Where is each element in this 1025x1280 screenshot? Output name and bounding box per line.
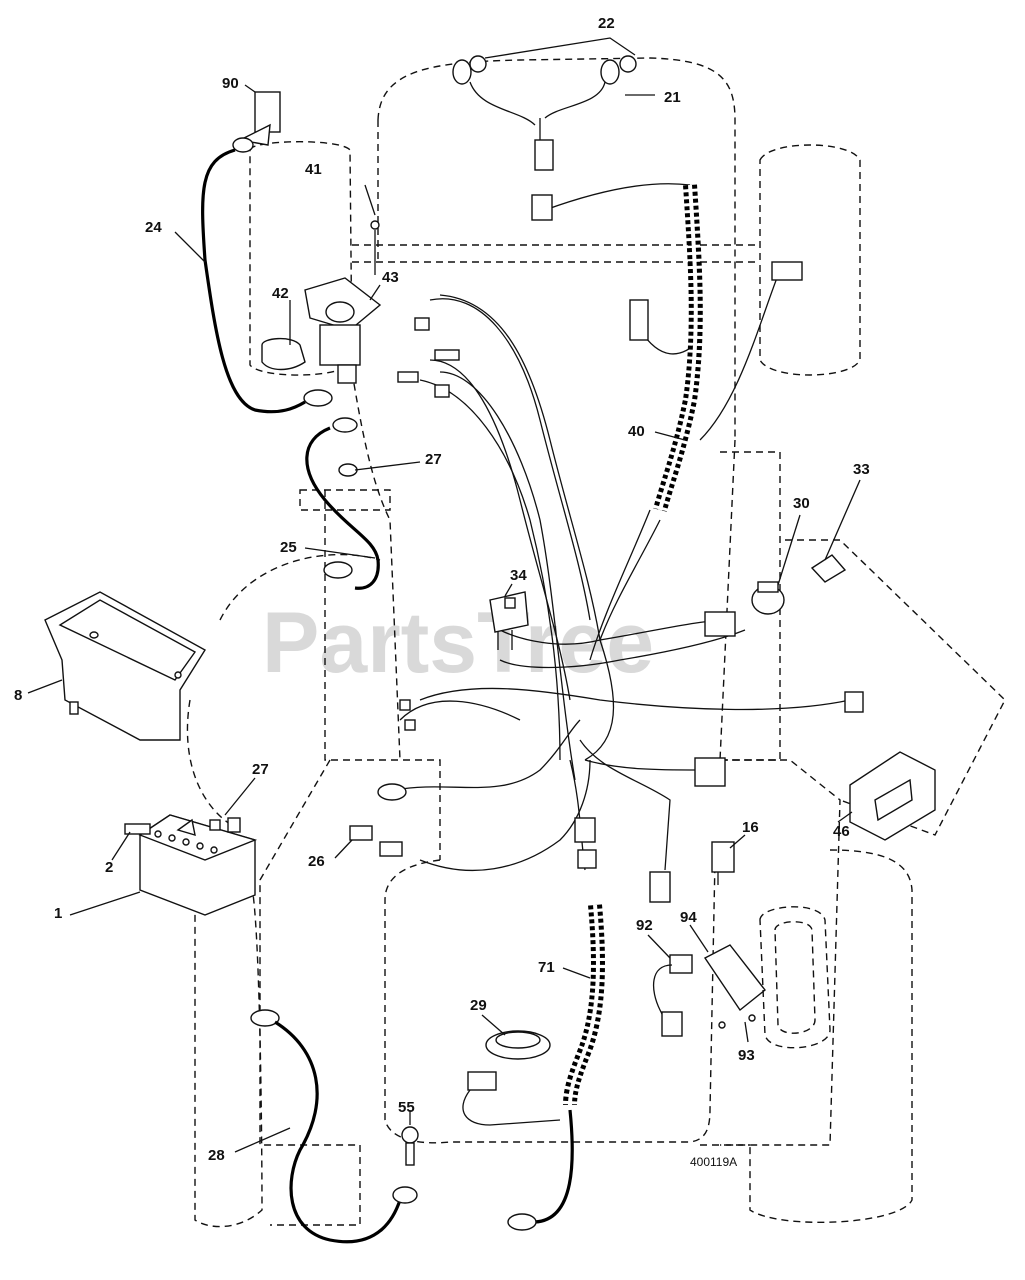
- callout-26: 26: [308, 853, 325, 870]
- part-29: [462, 1030, 561, 1126]
- callout-71: 71: [538, 959, 555, 976]
- battery-box-8: [44, 591, 206, 741]
- bolt-55: [401, 1126, 419, 1166]
- callout-55: 55: [398, 1099, 415, 1116]
- module-46: [849, 751, 936, 841]
- battery-cable-24: [201, 91, 333, 414]
- callout-33: 33: [853, 461, 870, 478]
- callout-28: 28: [208, 1147, 225, 1164]
- callout-27-top: 27: [425, 451, 442, 468]
- callout-46: 46: [833, 823, 850, 840]
- callout-43: 43: [382, 269, 399, 286]
- switch-33: [810, 554, 847, 583]
- callout-40: 40: [628, 423, 645, 440]
- callout-16: 16: [742, 819, 759, 836]
- callout-27-left: 27: [252, 761, 269, 778]
- callout-93: 93: [738, 1047, 755, 1064]
- drawing-code: 400119A: [690, 1155, 737, 1169]
- battery-cable-28: [250, 1009, 418, 1244]
- callout-41: 41: [305, 161, 322, 178]
- battery-cable-25: [305, 426, 380, 590]
- callout-25: 25: [280, 539, 297, 556]
- callout-labels: 22 21 90 41 24 42 43 40 27 33 30 25 34 8…: [14, 15, 870, 1164]
- switch-assembly-94: [652, 841, 766, 1037]
- callout-8: 8: [14, 687, 22, 704]
- wire-harness: [349, 183, 864, 903]
- headlight-assembly: [452, 37, 637, 171]
- battery-1: [124, 814, 258, 916]
- callout-92: 92: [636, 917, 653, 934]
- solenoid-43: [261, 220, 382, 477]
- callout-leaders: [27, 84, 861, 1153]
- seat-pad: [759, 906, 831, 1049]
- callout-24: 24: [145, 219, 162, 236]
- switch-34: [489, 591, 529, 650]
- callout-30: 30: [793, 495, 810, 512]
- conduit-40: [653, 184, 703, 512]
- callout-42: 42: [272, 285, 289, 302]
- callout-22: 22: [598, 15, 615, 32]
- callout-29: 29: [470, 997, 487, 1014]
- callout-2: 2: [105, 859, 113, 876]
- callout-90: 90: [222, 75, 239, 92]
- callout-1: 1: [54, 905, 62, 922]
- conduit-71: [507, 904, 605, 1231]
- callout-21: 21: [664, 89, 681, 106]
- ignition-switch-30: [751, 581, 785, 615]
- callout-34: 34: [510, 567, 527, 584]
- callout-94: 94: [680, 909, 697, 926]
